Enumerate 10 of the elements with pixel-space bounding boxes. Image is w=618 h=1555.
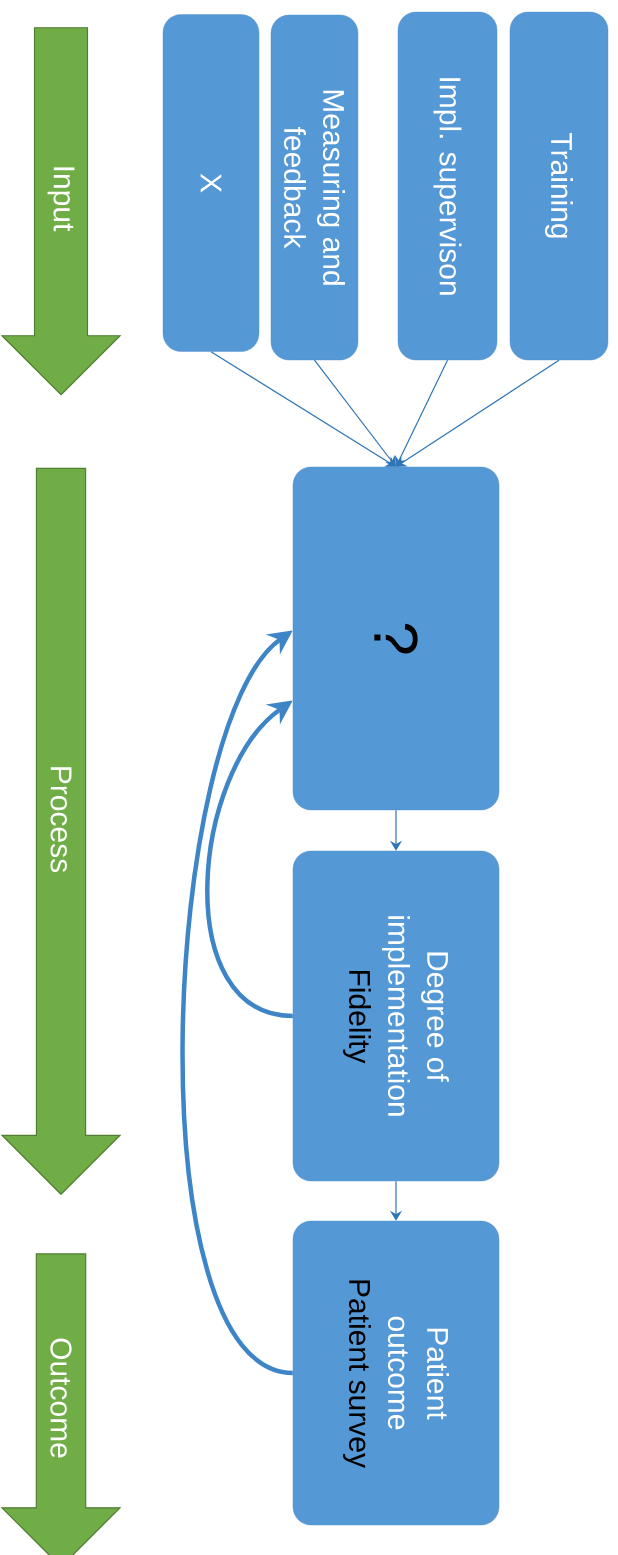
process-box: Degree of implementation Fidelity [292, 850, 500, 1182]
arrow [396, 359, 560, 467]
arrow [313, 359, 396, 467]
process-box: Impl. supervison [397, 11, 498, 361]
arrow [210, 351, 396, 467]
process-box: Patient outcome Patient survey [292, 1220, 500, 1526]
process-box: Training [509, 11, 609, 361]
process-box: ? [292, 466, 500, 811]
process-box: Measuring and feedback [270, 14, 359, 361]
process-box: X [162, 14, 260, 352]
